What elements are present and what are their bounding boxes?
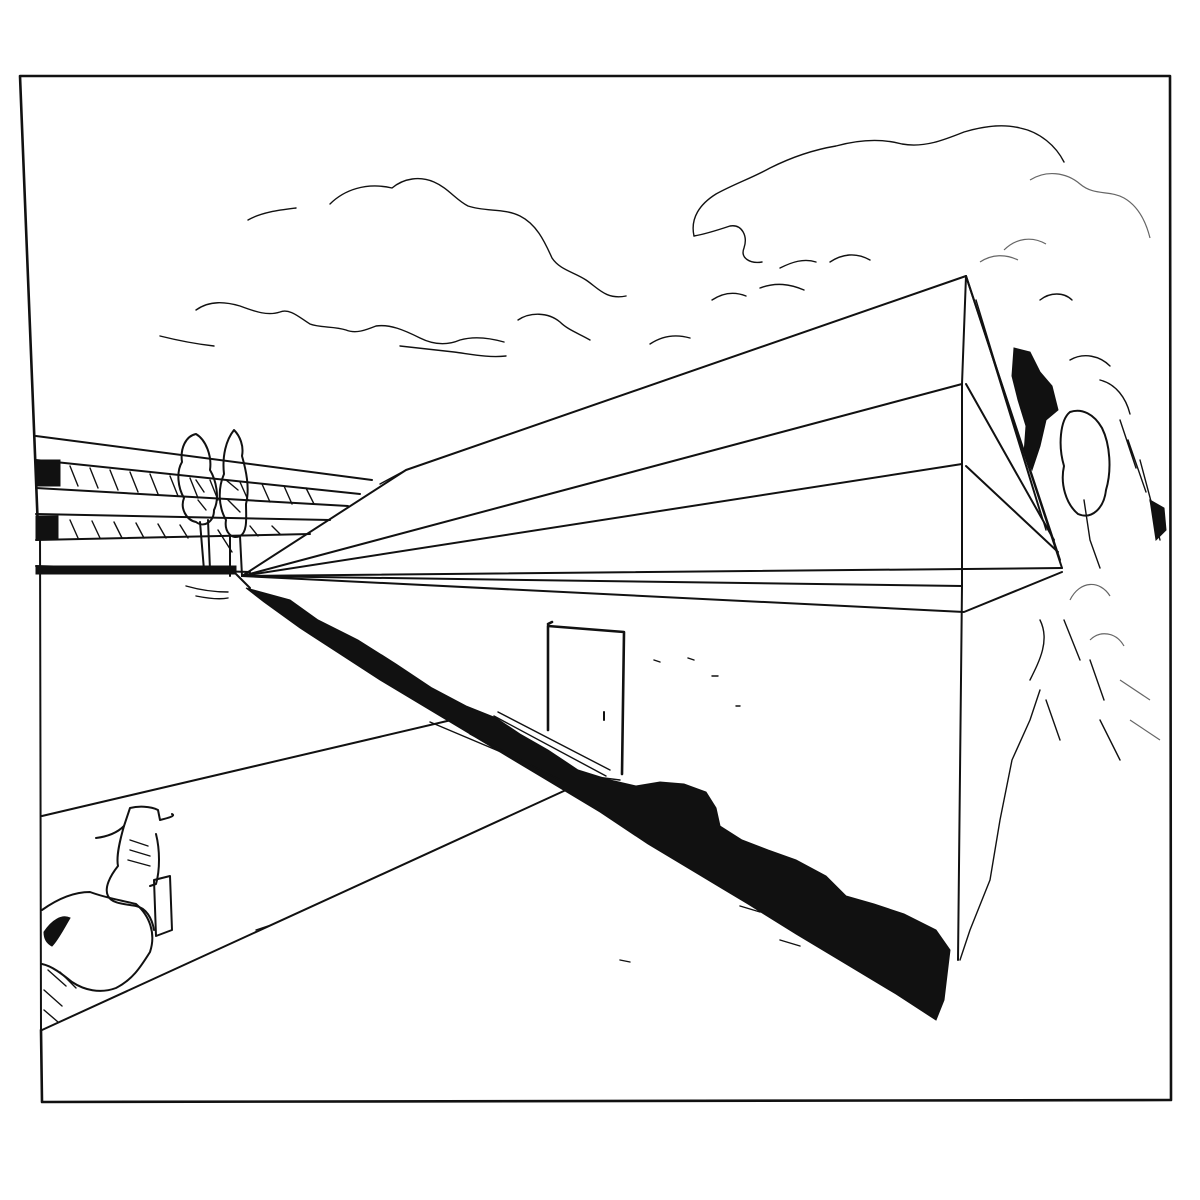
rock-foreground bbox=[41, 891, 154, 1023]
building-left-striped bbox=[35, 435, 373, 575]
tree-1 bbox=[177, 433, 218, 571]
figure-with-hat bbox=[95, 805, 174, 937]
foliage-right bbox=[959, 293, 1167, 961]
ground-shadow-trees bbox=[185, 573, 251, 600]
cloud-right bbox=[649, 125, 1151, 345]
cloud-left bbox=[159, 177, 627, 358]
cast-shadow bbox=[245, 587, 951, 1021]
door bbox=[493, 620, 626, 777]
frame-border bbox=[18, 74, 1173, 1104]
wedge-building bbox=[241, 275, 1063, 961]
ground-marks bbox=[255, 657, 801, 963]
tree-2 bbox=[217, 429, 249, 577]
